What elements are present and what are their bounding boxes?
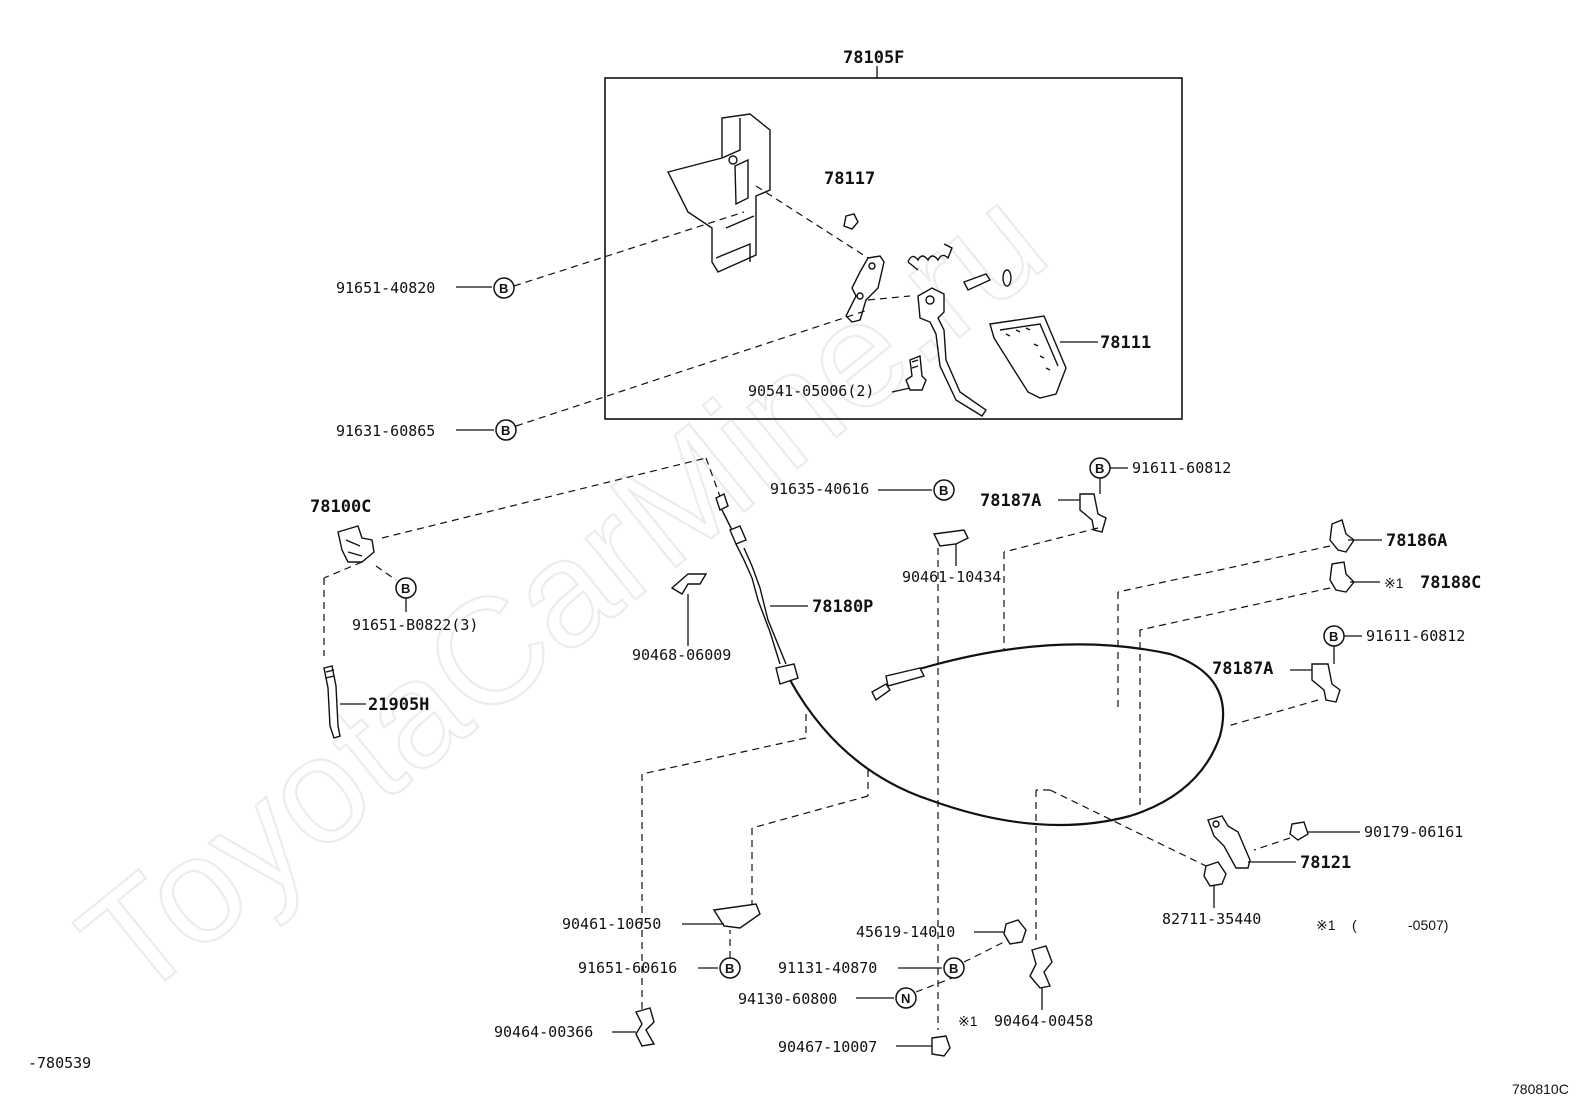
label-90467-10007: 90467-10007 — [778, 1038, 877, 1056]
pedal-bracket — [666, 113, 771, 273]
label-90464-00366: 90464-00366 — [494, 1023, 593, 1041]
part-78186A[interactable]: 78186A — [1329, 519, 1447, 553]
badge-N: N — [901, 991, 910, 1006]
note-mark-78188C: ※1 — [1384, 575, 1404, 591]
part-91611-60812-top[interactable]: B 91611-60812 — [1089, 457, 1231, 494]
footnote-mark: ※1 — [1316, 917, 1336, 933]
label-21905H: 21905H — [368, 695, 429, 715]
part-82711-35440[interactable]: 82711-35440 — [1162, 861, 1261, 928]
part-91635-40616[interactable]: 91635-40616 B — [770, 479, 955, 501]
pedal-pin — [963, 273, 992, 291]
pedal-assembly-group: 78105F 78117 — [604, 48, 1183, 420]
footnote: ※1 ( -0507) — [1316, 917, 1448, 933]
label-91635-40616: 91635-40616 — [770, 480, 869, 498]
part-91651-60616[interactable]: 91651-60616 B — [578, 957, 741, 979]
part-90468-06009[interactable]: 90468-06009 — [632, 573, 731, 664]
badge-B: B — [949, 961, 958, 976]
return-spring — [907, 243, 953, 271]
label-78187A-top: 78187A — [980, 491, 1041, 511]
footnote-open: ( — [1352, 917, 1357, 933]
footer-left-code: -780539 — [28, 1054, 91, 1072]
badge-B: B — [401, 581, 410, 596]
part-90461-10434[interactable]: 90461-10434 — [902, 529, 1001, 586]
part-91631-60865[interactable]: 91631-60865 B — [336, 419, 517, 441]
footer-right-code: 780810C — [1512, 1081, 1569, 1097]
label-78186A: 78186A — [1386, 531, 1447, 551]
label-78100C: 78100C — [310, 497, 371, 517]
footnote-range: -0507) — [1408, 917, 1448, 933]
label-45619-14010: 45619-14010 — [856, 923, 955, 941]
note-mark-90464-00458: ※1 — [958, 1013, 978, 1029]
badge-B: B — [1095, 461, 1104, 476]
part-78187A-top[interactable]: 78187A — [980, 491, 1107, 533]
label-78188C: 78188C — [1420, 573, 1481, 593]
label-91611-60812-mid: 91611-60812 — [1366, 627, 1465, 645]
label-90461-10434: 90461-10434 — [902, 568, 1001, 586]
label-78187A-mid: 78187A — [1212, 659, 1273, 679]
watermark-text: ToyotaCarMine.ru — [49, 154, 1075, 1030]
label-91651-B0822: 91651-B0822(3) — [352, 616, 478, 634]
part-90464-00366[interactable]: 90464-00366 — [494, 1007, 656, 1047]
part-90464-00458[interactable]: ※1 90464-00458 — [958, 945, 1093, 1030]
pedal-pad-78111 — [989, 315, 1067, 399]
part-45619-14010[interactable]: 45619-14010 — [856, 919, 1027, 945]
accelerator-cable-78180P[interactable]: 78180P — [715, 493, 1225, 827]
label-78105F: 78105F — [843, 48, 904, 68]
label-94130-60800: 94130-60800 — [738, 990, 837, 1008]
part-90467-10007[interactable]: 90467-10007 — [778, 1035, 951, 1057]
pedal-washer — [1002, 269, 1012, 287]
part-91611-60812-mid[interactable]: B 91611-60812 — [1323, 625, 1465, 664]
label-78180P: 78180P — [812, 597, 873, 617]
bolt-90541-05006 — [905, 355, 927, 391]
label-91651-40820: 91651-40820 — [336, 279, 435, 297]
label-91651-60616: 91651-60616 — [578, 959, 677, 977]
badge-B: B — [1329, 629, 1338, 644]
badge-B: B — [501, 423, 510, 438]
label-90468-06009: 90468-06009 — [632, 646, 731, 664]
part-78121[interactable]: 78121 — [1207, 815, 1351, 873]
part-21905H[interactable]: 21905H — [323, 665, 429, 739]
badge-B: B — [725, 961, 734, 976]
label-90541-05006: 90541-05006(2) — [748, 382, 874, 400]
part-94130-60800[interactable]: 94130-60800 N — [738, 987, 917, 1009]
label-90179-06161: 90179-06161 — [1364, 823, 1463, 841]
label-78111: 78111 — [1100, 333, 1151, 353]
nut-78117 — [843, 213, 859, 230]
part-91131-40870[interactable]: 91131-40870 B — [778, 957, 965, 979]
part-90461-10650[interactable]: 90461-10650 — [562, 903, 761, 933]
badge-B: B — [939, 483, 948, 498]
label-91611-60812-top: 91611-60812 — [1132, 459, 1231, 477]
label-90461-10650: 90461-10650 — [562, 915, 661, 933]
pedal-arm — [917, 287, 987, 417]
label-91131-40870: 91131-40870 — [778, 959, 877, 977]
lever-plate — [845, 255, 885, 323]
label-78121: 78121 — [1300, 853, 1351, 873]
part-78100C[interactable]: 78100C — [310, 497, 375, 563]
part-78188C[interactable]: ※1 78188C — [1329, 561, 1481, 593]
part-91651-B0822[interactable]: B 91651-B0822(3) — [352, 577, 478, 634]
part-91651-40820[interactable]: 91651-40820 B — [336, 277, 515, 299]
label-91631-60865: 91631-60865 — [336, 422, 435, 440]
label-78117: 78117 — [824, 169, 875, 189]
part-78187A-mid[interactable]: 78187A — [1212, 659, 1341, 703]
badge-B: B — [499, 281, 508, 296]
label-90464-00458: 90464-00458 — [994, 1012, 1093, 1030]
label-82711-35440: 82711-35440 — [1162, 910, 1261, 928]
part-90179-06161[interactable]: 90179-06161 — [1289, 821, 1463, 841]
